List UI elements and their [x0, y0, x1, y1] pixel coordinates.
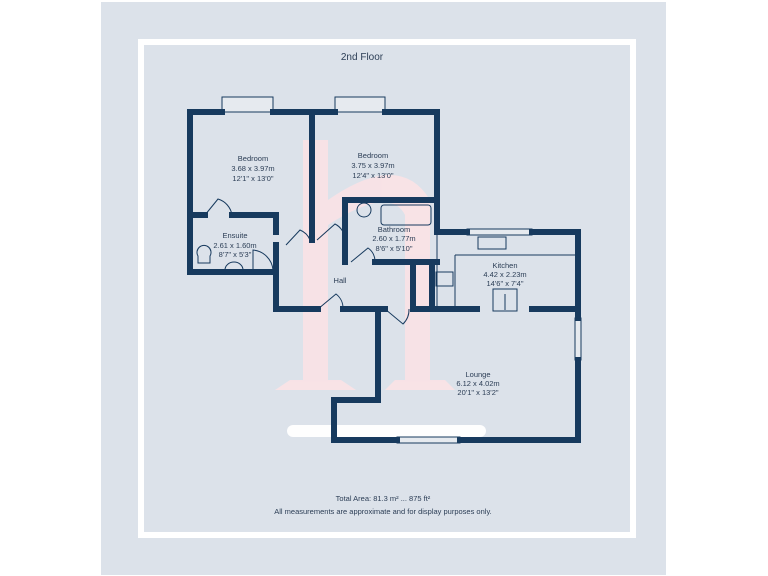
basin-icon — [224, 261, 244, 271]
room-imperial: 12'1" x 13'0" — [232, 174, 273, 183]
room-name: Hall — [334, 276, 347, 285]
room-metric: 4.42 x 2.23m — [483, 270, 526, 279]
room-imperial: 20'1" x 13'2" — [457, 388, 498, 397]
total-area: Total Area: 81.3 m² ... 875 ft² — [336, 494, 431, 503]
room-name: Bedroom — [238, 154, 268, 163]
room-name: Bedroom — [358, 151, 388, 160]
window — [334, 96, 386, 113]
room-metric: 3.75 x 3.97m — [351, 161, 394, 170]
room-name: Bathroom — [378, 225, 411, 234]
watermark-bar — [287, 425, 486, 437]
room-name: Kitchen — [492, 261, 517, 270]
bathtub-icon — [380, 204, 432, 226]
fixtures — [196, 198, 578, 325]
room-imperial: 8'6" x 5'10" — [376, 244, 413, 253]
window — [466, 228, 533, 236]
stairs-icon — [492, 288, 518, 312]
window — [221, 96, 274, 113]
room-name: Lounge — [465, 370, 490, 379]
room-metric: 2.60 x 1.77m — [372, 234, 415, 243]
toilet-icon — [196, 244, 212, 264]
floor-title: 2nd Floor — [341, 52, 384, 63]
basin-icon — [356, 202, 372, 218]
disclaimer: All measurements are approximate and for… — [274, 507, 491, 516]
plan-frame — [138, 39, 636, 538]
window — [574, 317, 582, 361]
shower-icon — [252, 249, 274, 271]
room-metric: 3.68 x 3.97m — [231, 164, 274, 173]
walls — [187, 109, 581, 443]
room-imperial: 14'6" x 7'4" — [487, 279, 524, 288]
sink-icon — [477, 236, 507, 250]
room-imperial: 8'7" x 5'3" — [219, 250, 252, 259]
room-metric: 2.61 x 1.60m — [213, 241, 256, 250]
room-name: Ensuite — [222, 231, 247, 240]
room-metric: 6.12 x 4.02m — [456, 379, 499, 388]
hob-icon — [435, 271, 454, 287]
watermark-logo — [275, 140, 455, 390]
room-imperial: 12'4" x 13'0" — [352, 171, 393, 180]
window — [396, 436, 461, 444]
